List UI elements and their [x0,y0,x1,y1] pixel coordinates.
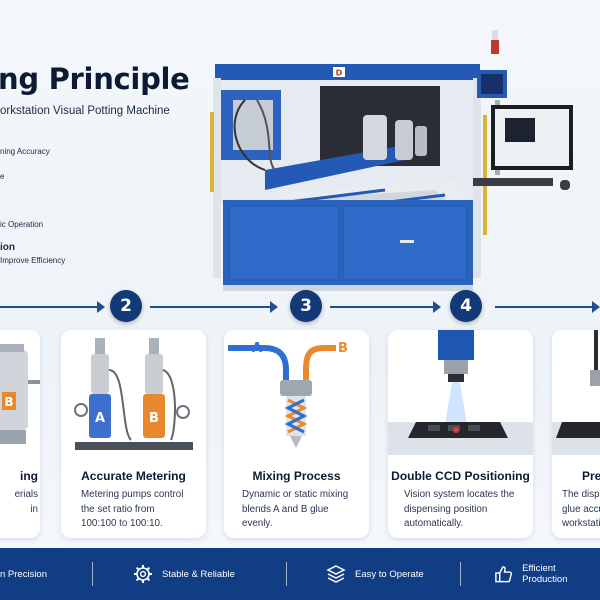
bar-item-precision: n Precision [0,568,47,580]
bar-divider [286,562,287,586]
process-card-metering: A B Accurate Metering Metering pumps con… [61,330,206,538]
ccd-camera-icon [388,330,533,455]
feature-item: e [0,172,5,181]
step-arrow-icon [592,301,600,313]
bar-divider [92,562,93,586]
bar-item-easy: Easy to Operate [326,548,424,600]
bar-item-stable: Stable & Reliable [133,548,235,600]
svg-text:A: A [95,411,105,426]
step-number: 4 [450,290,482,322]
process-card-5: Prec The dispe glue accu workstati [552,330,600,538]
dispensing-needle-icon [552,330,600,455]
step-connector [0,306,97,308]
process-card-1: B ing erials in [0,330,40,538]
card-description: erials in [14,489,38,515]
card-description: Dynamic or static mixing blends A and B … [242,489,349,529]
thumbs-up-icon [495,566,512,583]
potting-machine-illustration: D [210,30,573,291]
svg-text:B: B [338,341,348,356]
card-title: Mixing Process [252,469,341,483]
step-number: 2 [110,290,142,322]
card-title: Accurate Metering [81,469,186,483]
storage-tank-icon: B [0,344,40,444]
page-title: ng Principle [0,62,190,96]
svg-text:B: B [149,411,159,426]
step-connector [495,306,592,308]
bar-item-efficient: Efficient Production [494,548,600,600]
feature-item: ic Operation [0,220,44,229]
static-mixer-icon: A B [228,341,348,448]
card-title: Double CCD Positioning [391,469,530,483]
svg-text:A: A [252,341,262,356]
step-number: 3 [290,290,322,322]
step-arrow-icon [270,301,278,313]
card-description: Vision system locates the dispensing pos… [404,489,515,529]
card-title: ing [20,469,38,483]
step-arrow-icon [433,301,441,313]
process-card-mixing: A B Mixing Process Dynamic or static mix… [224,330,369,538]
step-connector [150,306,270,308]
bar-divider [460,562,461,586]
process-card-ccd: Double CCD Positioning Vision system loc… [388,330,533,538]
feature-bar: n Precision Stable & Reliable Easy to Op… [0,548,600,600]
feature-item: ning Accuracy [0,147,50,156]
feature-item: ion [0,242,15,253]
card-title: Prec [582,469,600,483]
step-connector [330,306,433,308]
card-description: Metering pumps control the set ratio fro… [81,489,184,529]
gear-icon [134,565,152,583]
metering-pumps-icon: A B [74,338,193,450]
feature-item: Improve Efficiency [0,256,66,265]
page-subtitle: orkstation Visual Potting Machine [0,105,170,117]
step-arrow-icon [97,301,105,313]
svg-text:B: B [4,395,13,409]
layers-icon [326,565,346,583]
card-description: The dispe glue accu workstati [562,489,600,529]
machine-logo: D [336,69,343,78]
